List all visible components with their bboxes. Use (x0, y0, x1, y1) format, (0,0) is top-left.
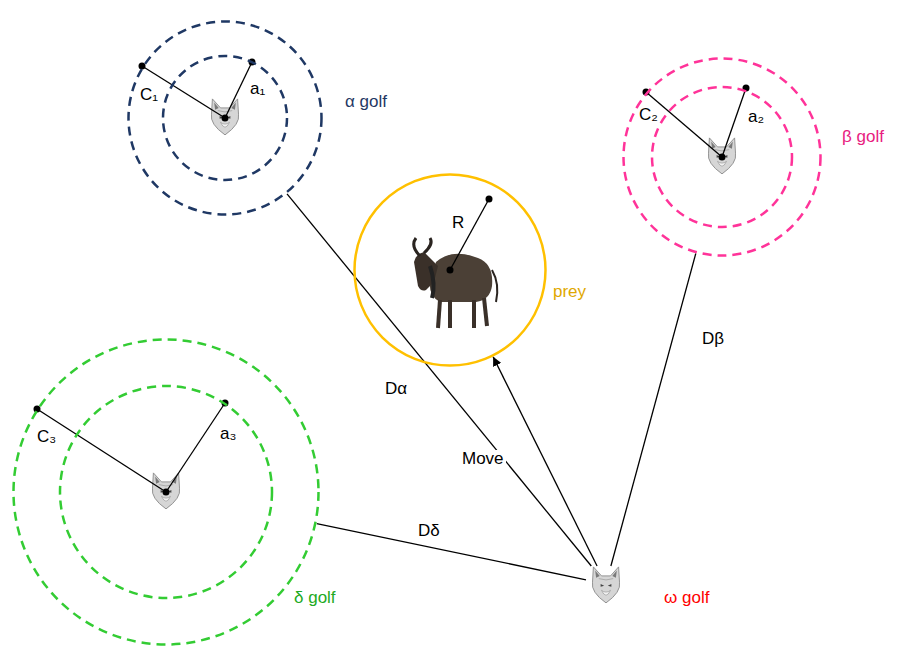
alpha-wolf-circle: α golf (127, 20, 323, 216)
distance-line (317, 524, 586, 580)
edge-label: Dδ (416, 522, 442, 539)
distance-line (287, 194, 591, 566)
edge-label: Dα (383, 380, 409, 397)
radius-label: C₁ (140, 86, 158, 103)
radius-label: C₂ (639, 106, 658, 123)
wolf-icon (592, 567, 619, 603)
radius-label: a₁ (250, 80, 265, 97)
circle-outline (127, 20, 323, 216)
radius-label: C₃ (37, 428, 56, 445)
move-arrow (493, 357, 597, 566)
circle-outline (12, 338, 320, 646)
wildebeest-figure (414, 238, 498, 328)
wolf-icon (708, 138, 735, 174)
node-label: α golf (345, 93, 387, 110)
node-label: prey (553, 283, 586, 300)
circle-outline (622, 57, 822, 257)
radius-label: R (452, 214, 464, 231)
radius-label: a₃ (220, 425, 236, 442)
edge-label: Move (460, 450, 506, 467)
beta-wolf-circle: β golf (622, 57, 822, 257)
node-label: δ golf (294, 589, 336, 606)
omega-wolf: ω golf (586, 566, 626, 602)
radius-lines (37, 62, 746, 492)
prey-circle: prey (353, 173, 547, 367)
radius-label: a₂ (748, 108, 764, 125)
node-label: ω golf (664, 589, 709, 606)
distance-line (611, 254, 696, 566)
wolf-icon (211, 99, 238, 135)
node-label: β golf (842, 128, 884, 145)
delta-wolf-circle: δ golf (12, 338, 320, 646)
points (34, 59, 750, 496)
circle-outline (353, 173, 547, 367)
edge-label: Dβ (700, 330, 726, 347)
